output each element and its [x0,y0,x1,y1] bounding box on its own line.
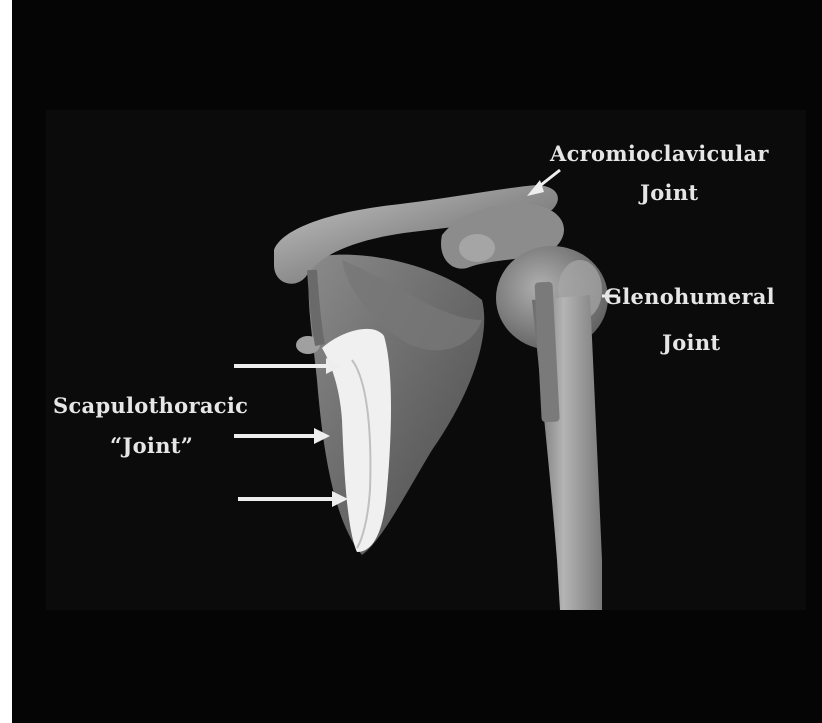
coracoid [459,234,495,262]
scapulothoracic-label: Scapulothoracic [53,395,248,416]
glenohumeral-label: Glenohumeral [604,286,775,307]
image-frame: Acromioclavicular Joint Glenohumeral Joi… [12,0,822,723]
acromioclavicular-joint-label: Joint [640,182,698,203]
glenohumeral-joint-label: Joint [662,332,720,353]
shoulder-bone-illustration [12,0,822,723]
arrow-icon [238,491,348,507]
acromioclavicular-label: Acromioclavicular [550,143,769,164]
arrow-icon [234,428,330,444]
scapulothoracic-joint-label: “Joint” [110,435,193,456]
